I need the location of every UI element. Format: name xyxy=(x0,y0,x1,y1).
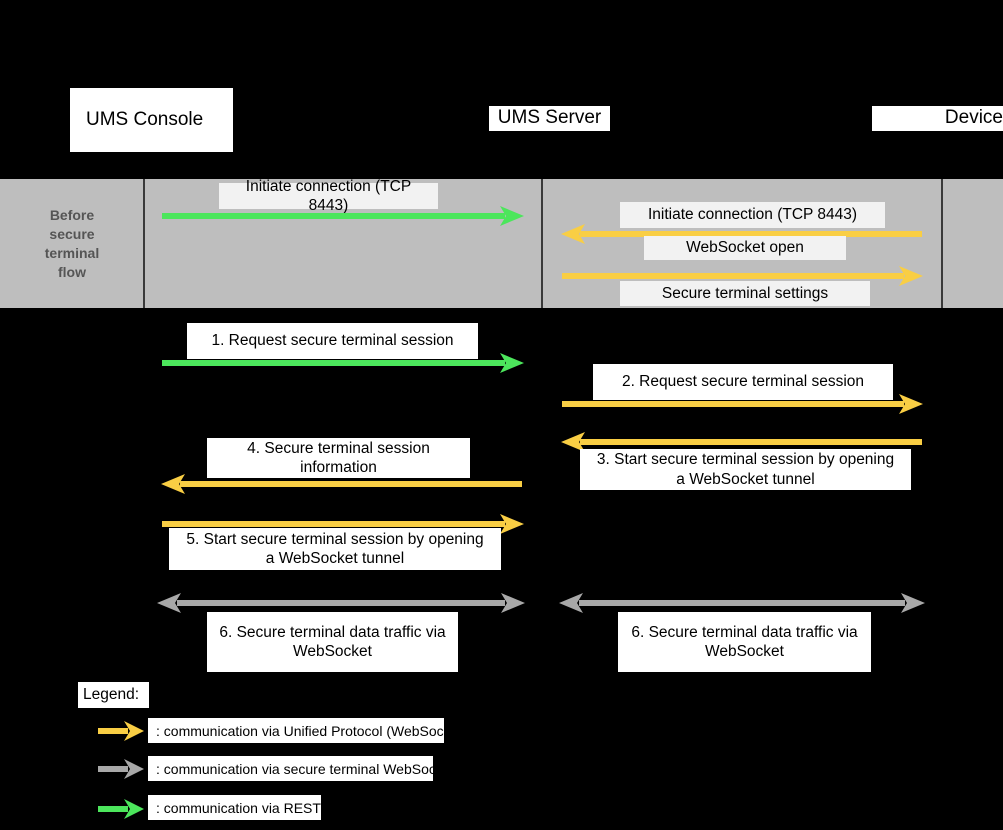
step-4-label: 4. Secure terminal session information xyxy=(207,438,470,478)
band-divider-3 xyxy=(941,179,943,308)
step-5-label: 5. Start secure terminal session by open… xyxy=(169,528,501,570)
step-4-text-line-2: information xyxy=(300,459,377,476)
step-4-arrow-left-yellow xyxy=(161,474,522,494)
legend-entry-rest-text: : communication via REST xyxy=(156,799,321,816)
step-1-arrow-right-green xyxy=(162,353,524,373)
band-message-1-arrow-right-green xyxy=(162,206,524,226)
step-6b-arrow-bidirectional-gray xyxy=(559,593,925,613)
phase-band-label-line-3: terminal xyxy=(44,245,100,261)
legend-arrow-right-green-icon xyxy=(98,799,144,819)
actor-device: Device xyxy=(872,106,1003,131)
step-3-arrow-left-yellow xyxy=(561,432,922,452)
step-6a-arrow-bidirectional-gray xyxy=(157,593,525,613)
step-3-text-line-2: a WebSocket tunnel xyxy=(676,470,815,488)
step-4-text-line-1: 4. Secure terminal session xyxy=(247,439,430,457)
step-5-text-line-1: 5. Start secure terminal session by open… xyxy=(186,530,484,548)
legend-title-text: Legend: xyxy=(83,686,140,703)
legend-entry-secure-terminal: : communication via secure terminal WebS… xyxy=(148,756,455,781)
band-message-4-label: Secure terminal settings xyxy=(620,281,870,306)
step-3-label: 3. Start secure terminal session by open… xyxy=(580,449,911,490)
band-message-2-label: Initiate connection (TCP 8443) xyxy=(620,202,885,228)
step-3-text-line-1: 3. Start secure terminal session by open… xyxy=(596,451,895,469)
legend-title: Legend: xyxy=(78,682,149,708)
legend-entry-unified-protocol-text: : communication via Unified Protocol (We… xyxy=(156,722,467,739)
step-6a-label: 6. Secure terminal data traffic via WebS… xyxy=(207,612,458,672)
phase-band-label-line-1: Before xyxy=(49,207,95,224)
actor-ums-console-label: UMS Console xyxy=(86,108,204,130)
phase-band-label-line-2: secure xyxy=(49,226,95,243)
step-6a-text-line-2: WebSocket xyxy=(293,643,372,660)
legend-entry-secure-terminal-text: : communication via secure terminal WebS… xyxy=(156,760,455,777)
band-message-4-arrow-right-yellow xyxy=(562,266,923,286)
band-message-1-text: Initiate connection (TCP 8443) xyxy=(245,177,412,214)
legend-entry-rest: : communication via REST xyxy=(148,795,321,820)
legend-arrow-right-yellow-icon xyxy=(98,721,144,741)
step-2-label: 2. Request secure terminal session xyxy=(593,364,893,400)
band-divider-2 xyxy=(541,179,543,308)
actor-ums-server-label: UMS Server xyxy=(497,107,602,129)
band-message-2-text: Initiate connection (TCP 8443) xyxy=(647,206,858,224)
actor-ums-console: UMS Console xyxy=(70,88,233,152)
band-message-3-text: WebSocket open xyxy=(686,239,804,257)
step-6b-label: 6. Secure terminal data traffic via WebS… xyxy=(618,612,871,672)
phase-band-label: Before secure terminal flow xyxy=(10,199,134,289)
actor-device-label: Device xyxy=(944,107,1003,129)
step-1-text: 1. Request secure terminal session xyxy=(211,332,454,350)
phase-band-label-line-4: flow xyxy=(58,263,86,280)
step-6a-text-line-1: 6. Secure terminal data traffic via xyxy=(219,623,446,641)
band-divider-1 xyxy=(143,179,145,308)
actor-ums-server: UMS Server xyxy=(489,106,610,131)
step-6b-text-line-2: WebSocket xyxy=(705,643,784,660)
band-message-1-label: Initiate connection (TCP 8443) xyxy=(219,178,438,214)
step-2-text: 2. Request secure terminal session xyxy=(621,373,865,391)
band-message-3-label: WebSocket open xyxy=(644,236,846,260)
legend-entry-unified-protocol: : communication via Unified Protocol (We… xyxy=(148,718,467,743)
step-5-text-line-2: a WebSocket tunnel xyxy=(265,550,405,567)
step-2-arrow-right-yellow xyxy=(562,394,923,414)
step-1-label: 1. Request secure terminal session xyxy=(187,323,478,359)
step-6b-text-line-1: 6. Secure terminal data traffic via xyxy=(631,623,858,641)
band-message-2-arrow-left-yellow xyxy=(561,224,922,244)
band-message-4-text: Secure terminal settings xyxy=(661,284,829,302)
step-5-arrow-right-yellow xyxy=(162,514,524,534)
legend-arrow-right-gray-icon xyxy=(98,759,144,779)
